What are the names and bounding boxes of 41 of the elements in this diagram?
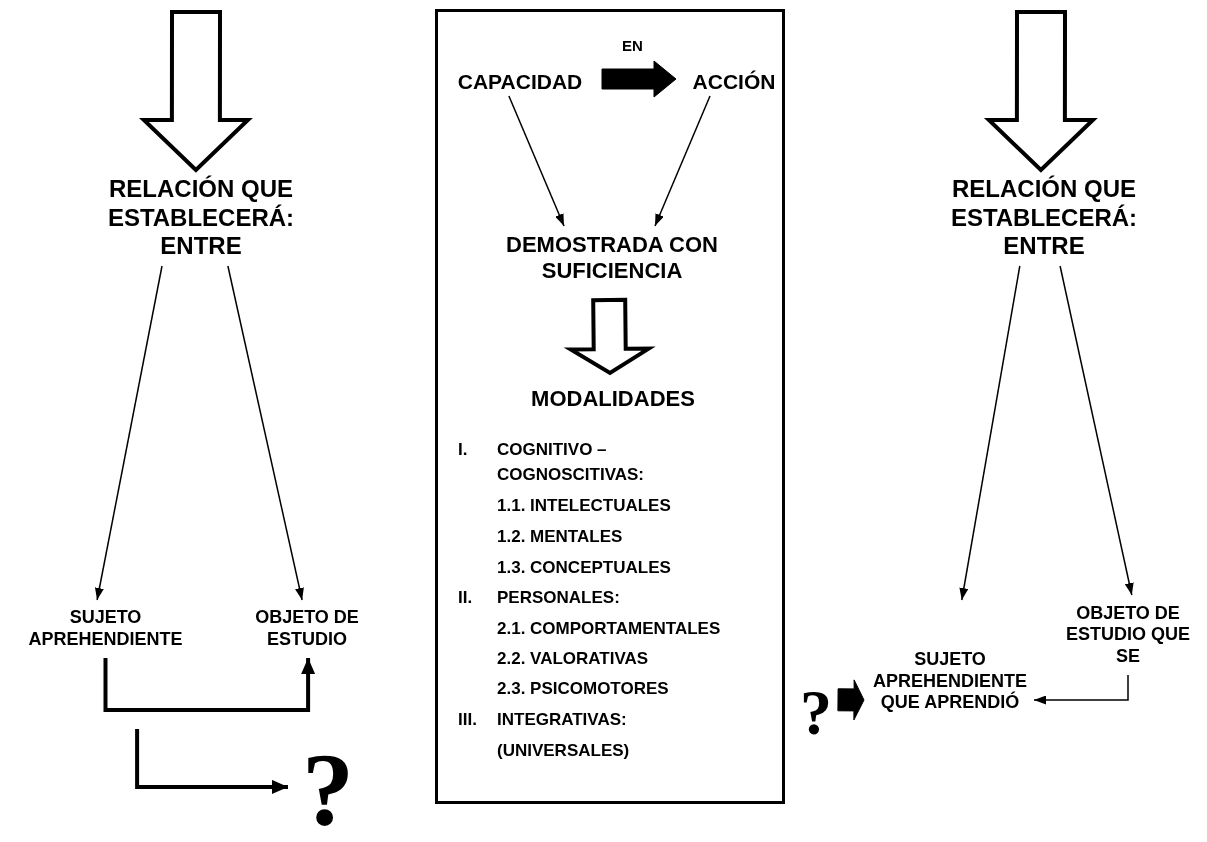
list-item: PERSONALES: — [497, 587, 621, 609]
list-item: 1.3. CONCEPTUALES — [497, 557, 672, 579]
block-arrow — [983, 10, 1098, 173]
list-item: 1.1. INTELECTUALES — [497, 495, 672, 517]
list-numeral: I. — [458, 439, 469, 461]
block-arrow — [563, 297, 656, 376]
elbow-arrow — [103, 658, 316, 712]
question-mark: ? — [288, 738, 368, 842]
arrow — [959, 265, 1021, 601]
concept-label: DEMOSTRADA CON SUFICIENCIA — [489, 229, 735, 287]
concept-label: SUJETO APREHENDIENTE — [3, 600, 208, 658]
concept-label: OBJETO DE ESTUDIO — [232, 600, 382, 658]
question-mark: ? — [797, 680, 835, 746]
concept-label: OBJETO DE ESTUDIO QUE SE — [1064, 595, 1192, 675]
concept-label: SUJETO APREHENDIENTE QUE APRENDIÓ — [866, 600, 1034, 714]
list-item: 2.1. COMPORTAMENTALES — [497, 618, 722, 640]
list-item: 2.2. VALORATIVAS — [497, 648, 650, 670]
list-item: (UNIVERSALES) — [497, 740, 631, 762]
concept-label: RELACIÓN QUE ESTABLECERÁ: ENTRE — [934, 170, 1154, 266]
concept-label: CAPACIDAD — [444, 65, 596, 99]
block-arrow — [601, 60, 677, 98]
arrow — [508, 95, 565, 227]
block-arrow — [837, 679, 865, 721]
concept-label: ACCIÓN — [683, 65, 785, 99]
heading-label: MODALIDADES — [513, 379, 713, 419]
block-arrow — [138, 10, 253, 173]
arrow — [94, 265, 163, 601]
arrow — [654, 95, 711, 227]
arrow — [1059, 265, 1134, 596]
list-item: 1.2. MENTALES — [497, 526, 624, 548]
frame-box — [435, 9, 785, 804]
arrow — [227, 265, 304, 601]
list-item: 2.3. PSICOMOTORES — [497, 678, 670, 700]
elbow-arrow — [135, 729, 288, 794]
list-numeral: III. — [458, 709, 478, 731]
list-item: INTEGRATIVAS: — [497, 709, 628, 731]
edge-label: EN — [622, 37, 643, 55]
list-numeral: II. — [458, 587, 474, 609]
list-item: COGNITIVO – COGNOSCITIVAS: — [497, 439, 646, 486]
concept-label: RELACIÓN QUE ESTABLECERÁ: ENTRE — [95, 170, 307, 266]
elbow-arrow — [1033, 674, 1129, 705]
